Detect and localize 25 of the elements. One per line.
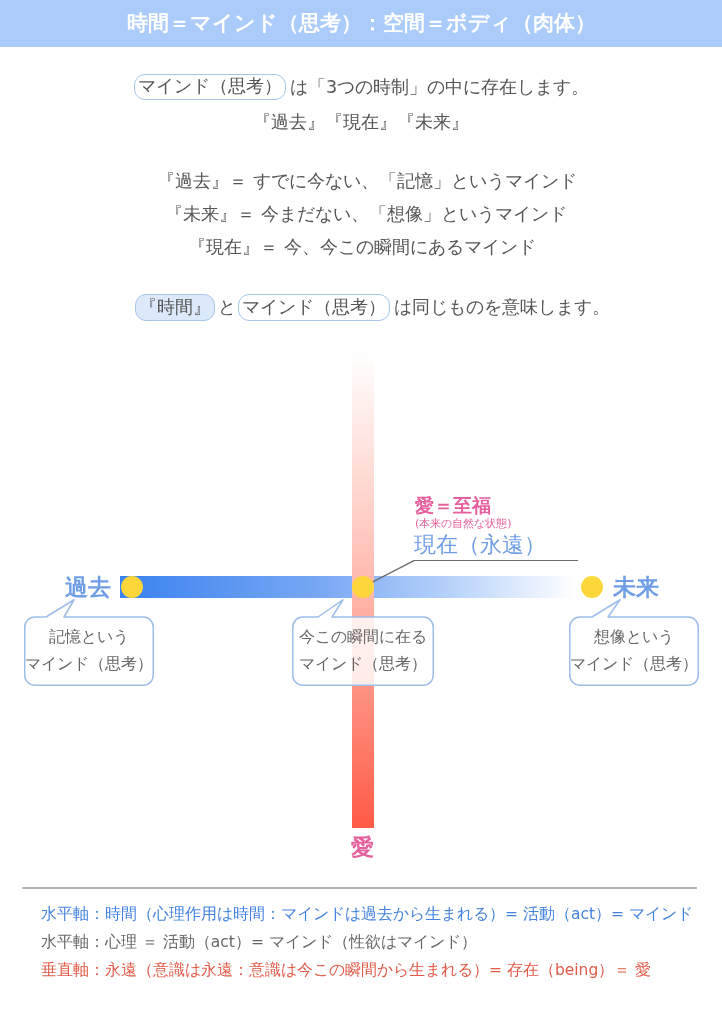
title-banner: 時間＝マインド（思考）：空間＝ボディ（肉体） — [0, 0, 722, 47]
leader-line — [372, 559, 416, 583]
axis-end-label: 愛 — [350, 832, 374, 862]
definition-text: 『現在』＝ 今、今この瞬間にあるマインド — [188, 236, 536, 259]
annotation-heading: 愛＝至福 — [415, 493, 491, 518]
dot-icon — [581, 576, 603, 598]
axis-note: 水平軸：心理 ＝ 活動（act）= マインド（性欲はマインド） — [41, 931, 477, 953]
axis-end-label: 過去 — [65, 572, 111, 602]
keyword-pill: 『時間』 — [135, 294, 215, 321]
axis-note: 垂直軸：永遠（意識は永遠：意識は今この瞬間から生まれる）= 存在（being）＝ 愛 — [41, 959, 652, 981]
keyword-pill: マインド（思考） — [238, 294, 390, 321]
underlined-label: 現在（永遠） — [414, 531, 578, 561]
sentence-text: と — [218, 296, 236, 319]
sentence-text: は「3つの時制」の中に存在します。 — [290, 76, 590, 99]
annotation-note: (本来の自然な状態) — [415, 515, 512, 531]
axis-note: 水平軸：時間（心理作用は時間：マインドは過去から生まれる）= 活動（act）= マインド — [41, 903, 693, 925]
definition-text: 『未来』＝ 今まだない、「想像」というマインド — [165, 203, 567, 226]
keyword-pill: マインド（思考） — [134, 74, 286, 100]
tense-list-text: 『過去』『現在』『未来』 — [253, 111, 469, 134]
speech-bubble: 想像というマインド（思考） — [569, 599, 699, 686]
speech-bubble: 記憶というマインド（思考） — [24, 599, 154, 686]
definition-text: 『過去』＝ すでに今ない、「記憶」というマインド — [157, 170, 577, 193]
axis-end-label: 未来 — [613, 572, 659, 602]
sentence-text: は同じものを意味します。 — [394, 296, 610, 319]
speech-bubble: 今この瞬間に在るマインド（思考） — [292, 599, 434, 686]
